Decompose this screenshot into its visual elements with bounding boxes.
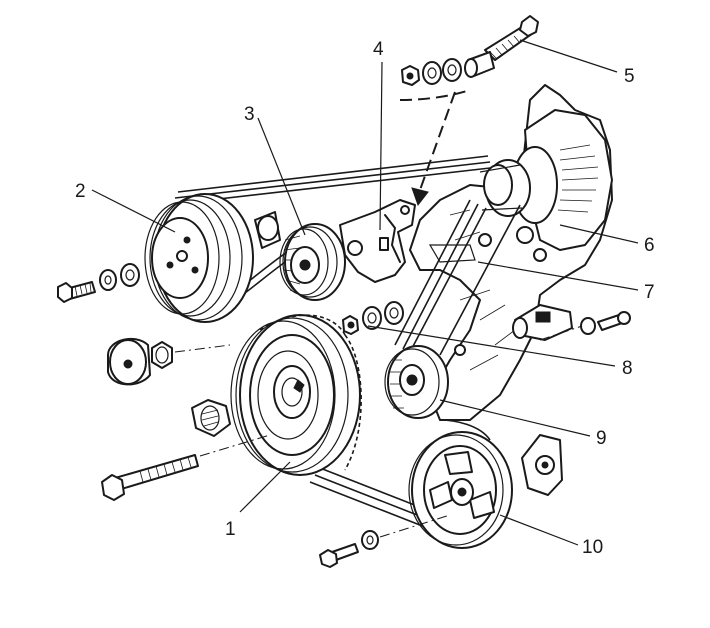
steering-pump-bolt-set <box>319 514 451 568</box>
washer-nut-set-8 <box>342 301 404 335</box>
crankshaft-position-sensor <box>512 304 573 341</box>
alternator <box>479 109 613 251</box>
idler-pulley <box>384 345 449 419</box>
water-pump-pulley <box>144 193 281 323</box>
crankshaft-nut <box>191 399 231 437</box>
callout-7: 7 <box>644 282 655 303</box>
sensor-bolt <box>539 311 631 341</box>
steering-pump-bracket <box>521 434 563 496</box>
callout-5: 5 <box>624 66 635 87</box>
callout-1: 1 <box>225 519 236 540</box>
callout-4: 4 <box>373 39 384 60</box>
callout-3: 3 <box>244 104 255 125</box>
tensioner-bracket <box>339 199 416 283</box>
power-steering-pulley <box>408 431 513 549</box>
callout-9: 9 <box>596 428 607 449</box>
crankshaft-bolt <box>101 434 271 501</box>
water-pump-bolt-set <box>57 263 140 303</box>
callout-10: 10 <box>582 537 603 558</box>
belt-tensioner-pulley <box>279 223 346 301</box>
callout-labels: 1 2 3 4 5 6 7 8 9 10 <box>75 39 655 558</box>
leader-lines <box>91 39 639 546</box>
crank-pulley-cap <box>107 337 231 386</box>
fastener-set-5 <box>399 15 539 207</box>
crankshaft-reluctor-ring <box>259 314 362 471</box>
crankshaft-pulley <box>230 314 361 476</box>
callout-8: 8 <box>622 358 633 379</box>
callout-2: 2 <box>75 181 86 202</box>
callout-6: 6 <box>644 235 655 256</box>
